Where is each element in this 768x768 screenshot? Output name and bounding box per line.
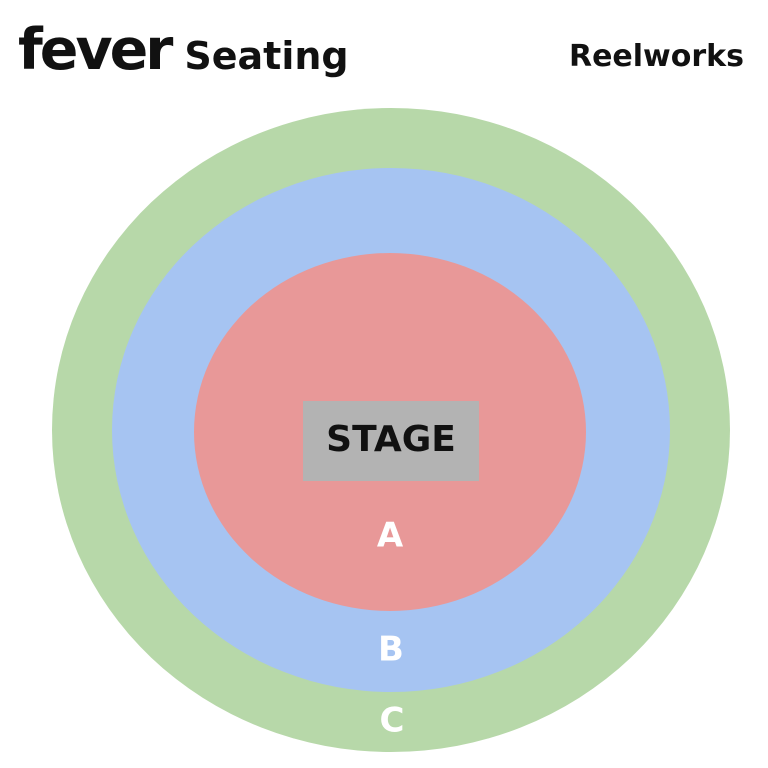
zone-a-label: A xyxy=(377,516,404,556)
stage xyxy=(303,401,479,481)
page-title: Seating xyxy=(184,34,349,78)
zone-c-label: C xyxy=(380,701,405,741)
venue-name: Reelworks xyxy=(568,39,744,74)
stage-label: STAGE xyxy=(326,419,456,460)
fever-logo[interactable]: fever xyxy=(18,17,173,83)
zone-b-label: B xyxy=(378,630,404,670)
brand: fever Seating xyxy=(18,22,349,79)
header: fever Seating Reelworks xyxy=(0,0,768,110)
